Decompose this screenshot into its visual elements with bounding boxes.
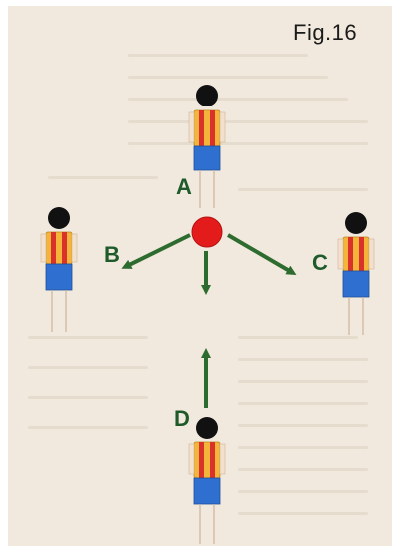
player-b-label: B xyxy=(104,242,120,268)
player-a-icon xyxy=(186,82,228,212)
player-d-label: D xyxy=(174,406,190,432)
player-d-icon xyxy=(186,414,228,546)
figure-panel: Fig.16 xyxy=(8,6,392,546)
player-b-icon xyxy=(38,204,80,334)
player-c-icon xyxy=(335,209,377,339)
player-c-label: C xyxy=(312,250,328,276)
player-a-label: A xyxy=(176,174,192,200)
arrow-to-c xyxy=(228,235,293,273)
ball-icon xyxy=(192,217,222,247)
arrow-to-b xyxy=(125,235,190,267)
